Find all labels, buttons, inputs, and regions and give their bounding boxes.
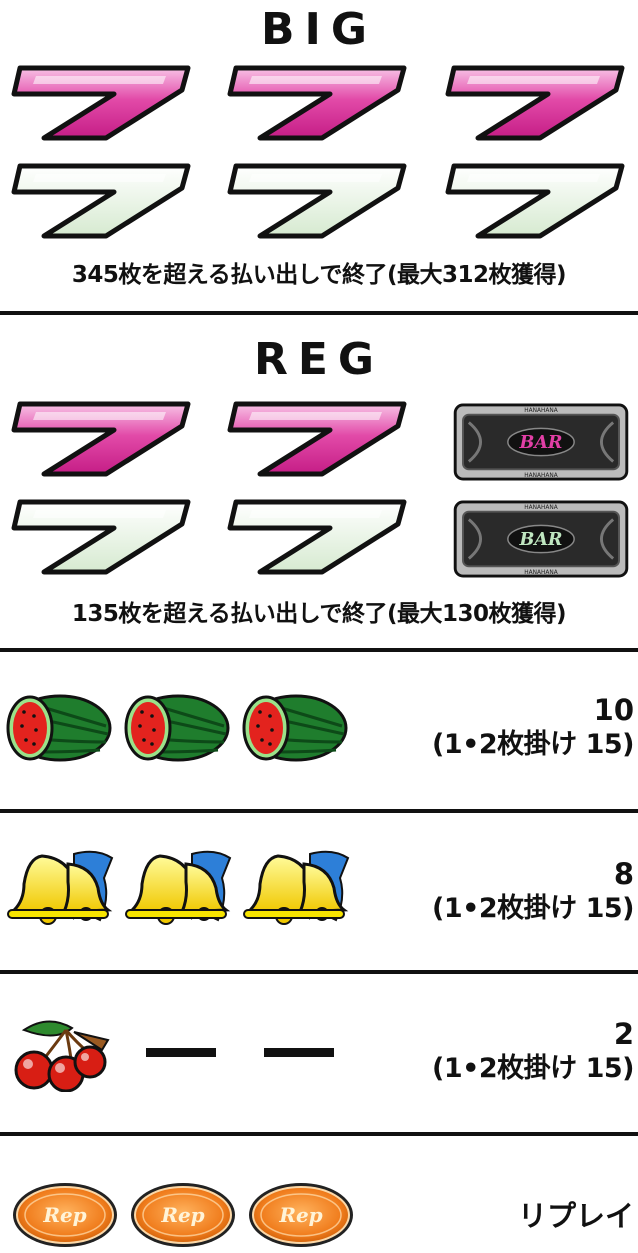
replay-label: Rep — [42, 1203, 86, 1227]
replay-icon: Rep — [246, 1180, 356, 1250]
bar-white-icon: BAR HANAHANA HANAHANA — [452, 500, 630, 578]
divider — [0, 809, 638, 813]
seven-pink-icon — [440, 62, 630, 142]
big-title: BIG — [260, 4, 378, 55]
divider — [0, 970, 638, 974]
payout-value: 8 — [613, 857, 634, 891]
watermelon-payout: 10 (1•2枚掛け 15) — [432, 692, 634, 762]
bar-pink-icon: BAR HANAHANA HANAHANA — [452, 403, 630, 481]
bell-payout: 8 (1•2枚掛け 15) — [432, 856, 634, 926]
replay-label: Rep — [160, 1203, 204, 1227]
reg-title: REG — [253, 334, 385, 385]
replay-label: Rep — [278, 1203, 322, 1227]
seven-white-icon — [6, 160, 196, 240]
watermelon-icon — [2, 692, 112, 764]
seven-white-icon — [222, 160, 412, 240]
reg-note: 135枚を超える払い出しで終了(最大130枚獲得) — [71, 601, 567, 627]
svg-text:HANAHANA: HANAHANA — [524, 408, 558, 414]
blank-dash — [264, 1048, 334, 1057]
seven-pink-icon — [6, 398, 196, 478]
payout-note: (1•2枚掛け 15) — [432, 729, 634, 761]
svg-text:HANAHANA: HANAHANA — [524, 473, 558, 479]
cherry-icon — [4, 1012, 114, 1092]
cherry-payout: 2 (1•2枚掛け 15) — [432, 1016, 634, 1086]
replay-icon: Rep — [128, 1180, 238, 1250]
svg-text:HANAHANA: HANAHANA — [524, 505, 558, 511]
payout-note: (1•2枚掛け 15) — [432, 1053, 634, 1085]
bar-label: BAR — [518, 433, 562, 453]
divider — [0, 311, 638, 315]
watermelon-icon — [120, 692, 230, 764]
seven-pink-icon — [6, 62, 196, 142]
bell-icon — [240, 848, 352, 928]
blank-dash — [146, 1048, 216, 1057]
seven-white-icon — [6, 496, 196, 576]
payout-value: 2 — [613, 1017, 634, 1051]
seven-pink-icon — [222, 62, 412, 142]
seven-white-icon — [440, 160, 630, 240]
svg-text:HANAHANA: HANAHANA — [524, 570, 558, 576]
big-note: 345枚を超える払い出しで終了(最大312枚獲得) — [71, 262, 567, 288]
payout-value: リプレイ — [517, 1199, 634, 1233]
divider — [0, 1132, 638, 1136]
payout-value: 10 — [593, 693, 634, 727]
replay-payout: リプレイ — [518, 1198, 634, 1234]
replay-icon: Rep — [10, 1180, 120, 1250]
bell-icon — [4, 848, 116, 928]
bell-icon — [122, 848, 234, 928]
bar-label: BAR — [518, 530, 562, 550]
seven-pink-icon — [222, 398, 412, 478]
seven-white-icon — [222, 496, 412, 576]
payout-note: (1•2枚掛け 15) — [432, 893, 634, 925]
divider — [0, 648, 638, 652]
watermelon-icon — [238, 692, 348, 764]
